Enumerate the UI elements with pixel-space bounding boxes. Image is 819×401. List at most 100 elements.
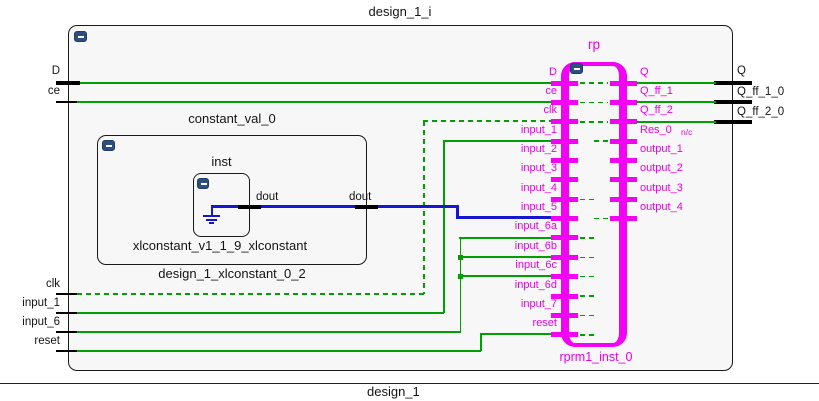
rp-pin-label-reset[interactable]: reset bbox=[532, 317, 557, 330]
port-label-ce[interactable]: ce bbox=[47, 85, 60, 97]
net-dout-v[interactable] bbox=[456, 205, 459, 218]
rp-pin-stub-input_2[interactable] bbox=[551, 157, 578, 163]
net-Q[interactable] bbox=[634, 82, 716, 84]
net-reset-h-lower[interactable] bbox=[77, 350, 481, 352]
rp-pin-stub-Res_0[interactable] bbox=[610, 138, 637, 144]
rp-pin-stub-input_6b[interactable] bbox=[551, 254, 578, 260]
rp-pin-stub-ce[interactable] bbox=[551, 99, 578, 105]
port-stub-input-1[interactable] bbox=[56, 312, 77, 314]
net-D[interactable] bbox=[80, 82, 556, 84]
collapse-icon[interactable] bbox=[570, 63, 583, 74]
port-stub-Q-ff-1-0[interactable] bbox=[714, 100, 752, 104]
port-stub-ce[interactable] bbox=[56, 101, 77, 103]
port-stub-clk[interactable] bbox=[56, 293, 77, 295]
net-input-6-feed[interactable] bbox=[77, 331, 461, 333]
constant-container-title: constant_val_0 bbox=[188, 111, 276, 126]
net-input-1-h-upper[interactable] bbox=[443, 140, 556, 142]
net-clk-h-upper[interactable] bbox=[423, 120, 556, 122]
rp-pin-label-D[interactable]: D bbox=[549, 65, 557, 78]
rp-pin-stub-output_1[interactable] bbox=[610, 157, 637, 163]
rp-pin-stub-input_4[interactable] bbox=[551, 196, 578, 202]
rp-pin-dash-ce bbox=[580, 101, 608, 104]
rp-pin-label-clk[interactable]: clk bbox=[543, 104, 557, 117]
rp-pin-label-input_2[interactable]: input_2 bbox=[520, 142, 557, 155]
rp-pin-stub-output_3[interactable] bbox=[610, 196, 637, 202]
pin-label-dout[interactable]: dout bbox=[256, 191, 279, 203]
rp-pin-label-output_2[interactable]: output_2 bbox=[640, 162, 683, 175]
net-clk-h-lower[interactable] bbox=[77, 293, 424, 295]
port-label-Q-ff-2-0[interactable]: Q_ff_2_0 bbox=[737, 105, 785, 118]
rp-pin-label-input_1[interactable]: input_1 bbox=[520, 123, 557, 136]
rp-pin-stub-D[interactable] bbox=[551, 80, 578, 86]
net-reset-h-upper[interactable] bbox=[480, 333, 556, 335]
port-label-clk[interactable]: clk bbox=[45, 278, 60, 290]
rp-pin-label-ce[interactable]: ce bbox=[545, 84, 557, 97]
rp-pin-label-output_1[interactable]: output_1 bbox=[640, 142, 683, 155]
rp-pin-label-input_5[interactable]: input_5 bbox=[520, 201, 557, 213]
port-label-reset[interactable]: reset bbox=[34, 335, 60, 347]
rp-pin-stub-input_1[interactable] bbox=[551, 138, 578, 144]
rp-block[interactable] bbox=[561, 62, 627, 347]
port-stub-Q[interactable] bbox=[714, 81, 752, 85]
rp-pin-label-output_3[interactable]: output_3 bbox=[640, 181, 683, 194]
rp-pin-label-input_7[interactable]: input_7 bbox=[520, 297, 557, 310]
port-stub-input-6[interactable] bbox=[56, 331, 77, 333]
rp-pin-label-input_4[interactable]: input_4 bbox=[520, 181, 557, 194]
net-input-1-h-lower[interactable] bbox=[77, 312, 444, 314]
rp-pin-label-input_6a[interactable]: input_6a bbox=[514, 220, 557, 233]
net-input-6c[interactable] bbox=[459, 275, 556, 277]
net-input-6-v[interactable] bbox=[459, 238, 461, 332]
port-label-input-6[interactable]: input_6 bbox=[22, 316, 60, 328]
rp-pin-label-Q_ff_2[interactable]: Q_ff_2 bbox=[640, 104, 673, 117]
port-label-Q[interactable]: Q bbox=[737, 65, 746, 77]
rp-pin-label-output_4[interactable]: output_4 bbox=[640, 201, 683, 213]
port-label-D[interactable]: D bbox=[51, 65, 60, 77]
rp-pin-stub-output_2[interactable] bbox=[610, 177, 637, 183]
rp-pin-stub-Q_ff_1[interactable] bbox=[610, 99, 637, 105]
collapse-icon[interactable] bbox=[102, 140, 115, 151]
rp-pin-label-Q_ff_1[interactable]: Q_ff_1 bbox=[640, 84, 673, 97]
rp-pin-stub-reset[interactable] bbox=[551, 332, 578, 338]
net-dout-h1[interactable] bbox=[211, 205, 459, 208]
net-dout-h2[interactable] bbox=[456, 215, 556, 219]
pin-stub-dout[interactable] bbox=[238, 204, 261, 209]
constant-container[interactable] bbox=[97, 135, 367, 265]
junction-dot bbox=[457, 254, 463, 260]
rp-pin-stub-Q[interactable] bbox=[610, 80, 637, 86]
port-label-Q-ff-1-0[interactable]: Q_ff_1_0 bbox=[737, 85, 785, 98]
rp-pin-label-input_3[interactable]: input_3 bbox=[520, 162, 557, 175]
rp-pin-stub-input_7[interactable] bbox=[551, 312, 578, 318]
rp-pin-stub-input_6d[interactable] bbox=[551, 293, 578, 299]
net-ce[interactable] bbox=[77, 101, 556, 103]
port-stub-Q-ff-2-0[interactable] bbox=[714, 120, 752, 124]
rp-pin-stub-input_6c[interactable] bbox=[551, 274, 578, 280]
collapse-icon[interactable] bbox=[74, 31, 87, 42]
rp-pin-stub-input_5[interactable] bbox=[551, 216, 578, 221]
rp-pin-stub-input_3[interactable] bbox=[551, 177, 578, 183]
net-input-6b[interactable] bbox=[459, 256, 556, 258]
rp-pin-dash-input_6d bbox=[580, 295, 594, 297]
pin-stub-dout-outer[interactable] bbox=[355, 204, 378, 209]
ground-icon bbox=[210, 206, 213, 215]
net-Q-ff-1[interactable] bbox=[634, 101, 716, 103]
rp-pin-label-Res_0[interactable]: Res_0 bbox=[640, 123, 672, 136]
rp-pin-stub-input_6a[interactable] bbox=[551, 235, 578, 241]
rp-pin-stub-clk[interactable] bbox=[551, 119, 578, 125]
port-stub-reset[interactable] bbox=[56, 350, 77, 352]
collapse-icon[interactable] bbox=[197, 178, 209, 189]
rp-pin-label-input_6b[interactable]: input_6b bbox=[514, 239, 557, 252]
net-input-6a[interactable] bbox=[459, 237, 556, 239]
rp-pin-stub-output_4[interactable] bbox=[610, 216, 637, 221]
port-label-input-1[interactable]: input_1 bbox=[22, 297, 60, 309]
rp-pin-label-Q[interactable]: Q bbox=[640, 65, 649, 78]
rp-pin-stub-Q_ff_2[interactable] bbox=[610, 119, 637, 125]
port-stub-D[interactable] bbox=[56, 81, 80, 85]
net-reset-v[interactable] bbox=[480, 334, 482, 351]
canvas-bottom-edge bbox=[0, 383, 819, 384]
pin-label-dout-outer[interactable]: dout bbox=[349, 191, 372, 203]
net-input-1-v[interactable] bbox=[443, 141, 445, 313]
net-Q-ff-2[interactable] bbox=[634, 121, 716, 123]
rp-pin-label-input_6c[interactable]: input_6c bbox=[515, 259, 557, 272]
rp-pin-label-input_6d[interactable]: input_6d bbox=[514, 278, 557, 291]
